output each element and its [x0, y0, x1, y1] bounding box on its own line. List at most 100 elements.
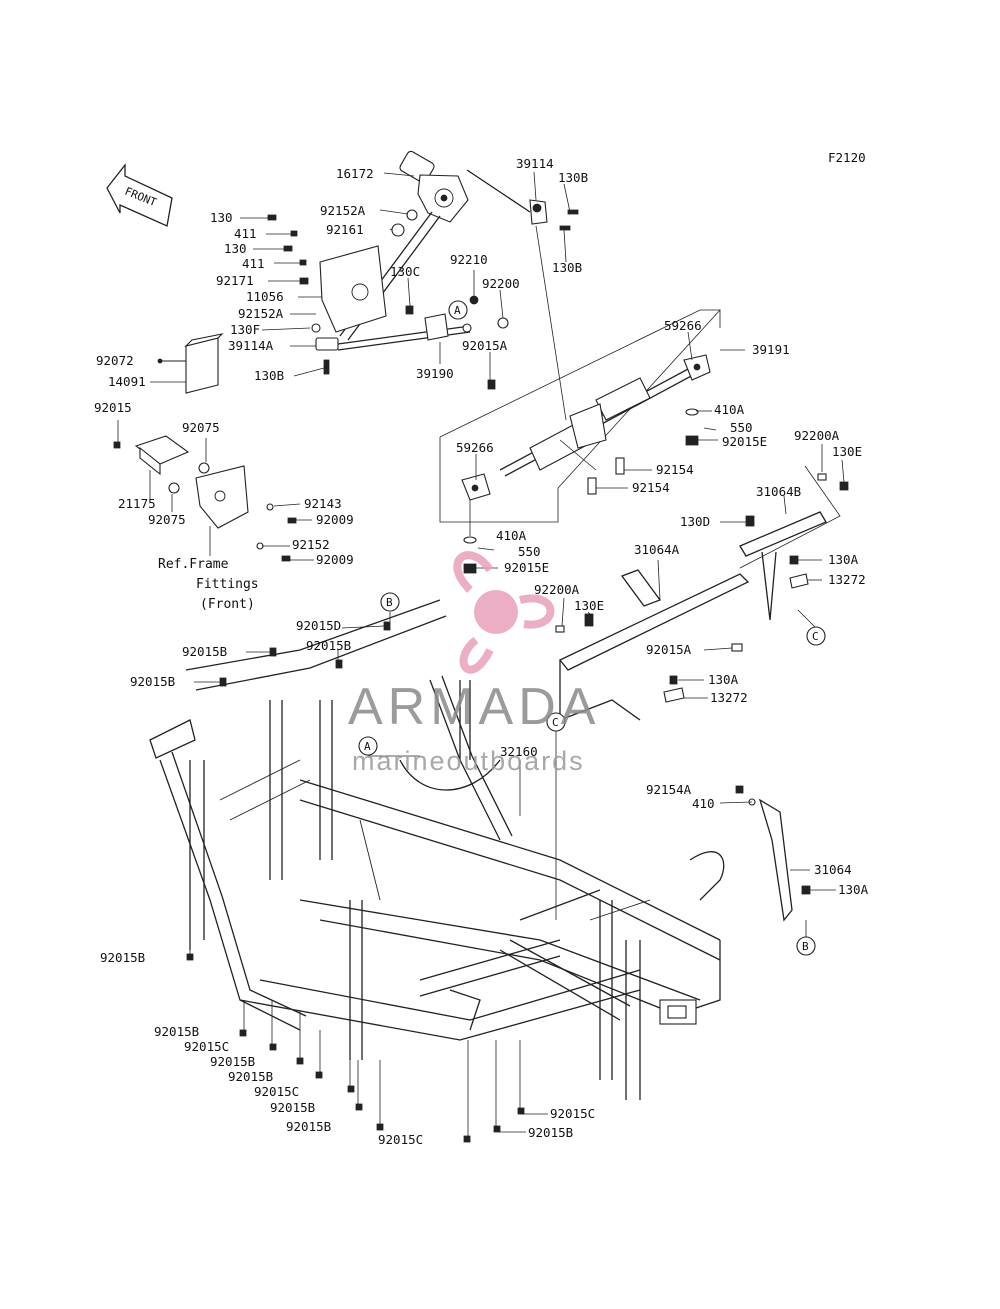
part-label: 130C [390, 264, 420, 279]
part-label: 411 [234, 226, 257, 241]
part-label: 92161 [326, 222, 364, 237]
part-label: 92152 [292, 537, 330, 552]
callout-c-member: C [806, 626, 826, 646]
part-label: 14091 [108, 374, 146, 389]
callout-a-frame: A [358, 736, 378, 756]
part-labels: 16172 39114 130B 130B 130 411 130 411 92… [94, 156, 869, 1147]
part-label: 92015D [296, 618, 341, 633]
part-label: 550 [518, 544, 541, 559]
watermark-brand: ARMADA [348, 678, 600, 736]
main-frame [149, 599, 725, 1100]
part-label: 92015 [94, 400, 132, 415]
ref-note-line-2: Fittings [196, 577, 259, 592]
part-label: 92015B [528, 1125, 573, 1140]
part-label: 550 [730, 420, 753, 435]
part-label: 92015E [504, 560, 549, 575]
part-label: 13272 [710, 690, 748, 705]
part-label: 92015B [228, 1069, 273, 1084]
callout-c-frame: C [546, 712, 566, 732]
part-label: 92015A [462, 338, 508, 353]
part-label: 92015B [210, 1054, 255, 1069]
part-label: 92015C [184, 1039, 229, 1054]
part-label: 31064 [814, 862, 852, 877]
part-label: 130B [552, 260, 582, 275]
part-label: 39114 [516, 156, 554, 171]
part-label: 92015B [182, 644, 227, 659]
callout-b-bracket: B [796, 936, 816, 956]
front-arrow-icon: FRONT [106, 163, 173, 227]
svg-text:B: B [386, 596, 393, 609]
watermark: ARMADA marineoutboards [348, 551, 600, 776]
part-label: 92210 [450, 252, 488, 267]
watermark-tagline: marineoutboards [352, 746, 585, 776]
part-label: 92075 [148, 512, 186, 527]
part-label: 59266 [456, 440, 494, 455]
part-label: 130 [210, 210, 233, 225]
part-label: 32160 [500, 744, 538, 759]
part-label: 21175 [118, 496, 156, 511]
part-label: 59266 [664, 318, 702, 333]
part-label: 92154 [632, 480, 670, 495]
svg-text:A: A [364, 740, 371, 753]
part-label: 130 [224, 241, 247, 256]
part-label: 92009 [316, 552, 354, 567]
part-label: 130E [832, 444, 862, 459]
part-label: 92152A [238, 306, 284, 321]
part-label: 410A [496, 528, 527, 543]
cross-member-group [555, 465, 849, 922]
part-label: 92015C [254, 1084, 299, 1099]
part-label: 92015A [646, 642, 692, 657]
part-label: 92015B [286, 1119, 331, 1134]
ref-note-line-3: (Front) [200, 597, 255, 612]
part-label: 130A [838, 882, 869, 897]
part-label: 92075 [182, 420, 220, 435]
front-fittings-group [113, 435, 297, 562]
steering-rack-group [439, 308, 745, 574]
svg-text:A: A [454, 304, 461, 317]
part-label: 92200A [794, 428, 840, 443]
part-label: 92072 [96, 353, 134, 368]
part-label: 130B [254, 368, 284, 383]
diagram-code: F2120 [828, 150, 866, 165]
part-label: 11056 [246, 289, 284, 304]
part-label: 130B [558, 170, 588, 185]
svg-text:C: C [552, 716, 559, 729]
part-label: 130A [828, 552, 859, 567]
part-label: 410A [714, 402, 745, 417]
part-label: 13272 [828, 572, 866, 587]
part-label: 410 [692, 796, 715, 811]
part-label: 130E [574, 598, 604, 613]
part-label: 39114A [228, 338, 274, 353]
part-label: 92015B [270, 1100, 315, 1115]
svg-text:C: C [812, 630, 819, 643]
part-label: 92154A [646, 782, 692, 797]
part-label: 39191 [752, 342, 790, 357]
part-label: 92200 [482, 276, 520, 291]
part-label: 92015E [722, 434, 767, 449]
part-label: 92152A [320, 203, 366, 218]
part-label: 92171 [216, 273, 254, 288]
ref-note-line-1: Ref.Frame [158, 557, 229, 572]
part-label: 39190 [416, 366, 454, 381]
propeller-logo-icon [453, 551, 555, 674]
callout-a-upper: A [448, 300, 468, 320]
part-label: 16172 [336, 166, 374, 181]
part-label: 92015B [130, 674, 175, 689]
part-label: 130D [680, 514, 710, 529]
frame-fasteners [186, 621, 557, 1143]
part-label: 130F [230, 322, 260, 337]
part-label: 92015C [378, 1132, 423, 1147]
leader-lines [117, 171, 845, 1133]
ecu-unit [157, 333, 224, 394]
part-label: 92154 [656, 462, 694, 477]
part-label: 92009 [316, 512, 354, 527]
part-label: 31064B [756, 484, 801, 499]
part-label: 92015B [154, 1024, 199, 1039]
callout-circles: A A B B C C [358, 300, 826, 956]
part-label: 130A [708, 672, 739, 687]
part-label: 411 [242, 256, 265, 271]
part-label: 92015C [550, 1106, 595, 1121]
steering-column-group [267, 150, 579, 390]
